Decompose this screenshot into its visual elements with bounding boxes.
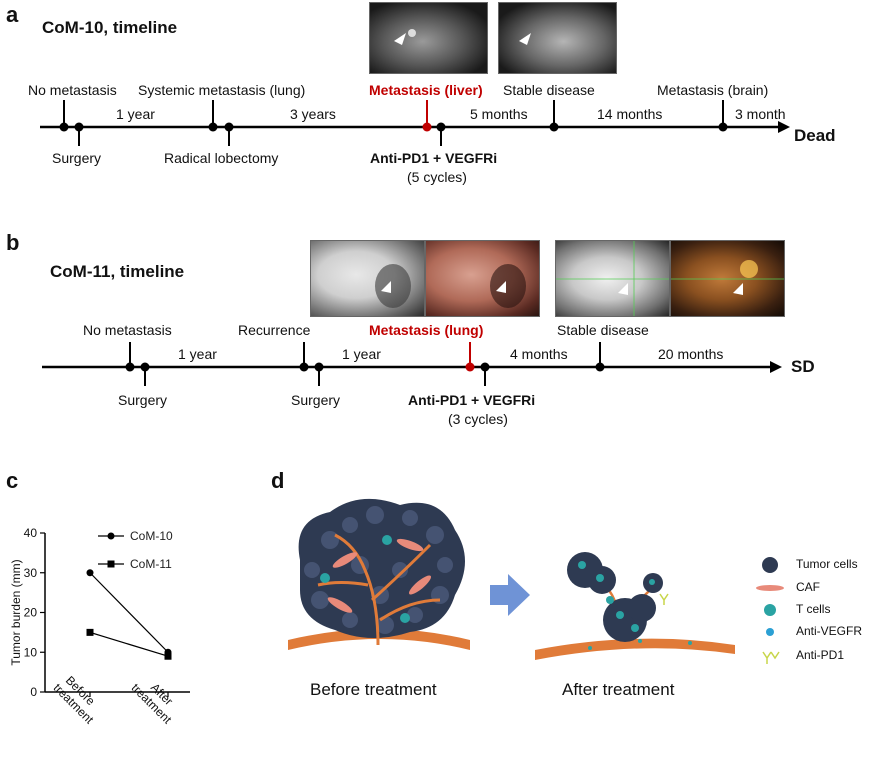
- arrowhead-marker-icon: [671, 260, 784, 295]
- ct-scan-lung-1: [310, 240, 425, 317]
- end-label-a: Dead: [794, 126, 836, 145]
- timeline-b-graphic: [42, 342, 782, 386]
- data-point-1: [86, 628, 94, 636]
- y-tick-label: 40: [24, 526, 38, 540]
- series-line-1: [89, 631, 169, 657]
- label-metastasis-brain: Metastasis (brain): [657, 82, 769, 98]
- legend-anti-pd1-icon: [762, 651, 780, 664]
- legend-caf: CAF: [796, 580, 820, 594]
- label-metastasis-liver: Metastasis (liver): [369, 82, 483, 98]
- anti-pd1-after: [659, 593, 669, 605]
- interval-b-1: 1 year: [178, 346, 217, 362]
- caption-after-treatment: After treatment: [562, 680, 675, 699]
- label-no-metastasis-b: No metastasis: [83, 322, 172, 338]
- legend-marker-0: [107, 532, 115, 540]
- pet-scan-lung-2: [670, 240, 785, 317]
- chart-series: [86, 569, 172, 660]
- legend-tumor-icon: [762, 557, 778, 573]
- interval-a-4: 14 months: [597, 106, 663, 122]
- caption-before-treatment: Before treatment: [310, 680, 437, 699]
- legend-anti-vegfr: Anti-VEGFR: [796, 624, 863, 638]
- y-tick-label: 0: [30, 685, 37, 699]
- tumor-texture-before: [304, 506, 453, 634]
- label-surgery-a: Surgery: [52, 150, 102, 166]
- legend-anti-vegfr-icon: [766, 628, 774, 636]
- legend-t-cells: T cells: [796, 602, 831, 616]
- timeline-a-graphic: [40, 100, 790, 146]
- y-axis-label: Tumor burden (mm): [9, 559, 23, 665]
- data-point-1: [164, 652, 172, 660]
- legend-tcell-icon: [764, 604, 776, 616]
- label-radical-lobectomy: Radical lobectomy: [164, 150, 279, 166]
- legend-label-0: CoM-10: [130, 529, 173, 543]
- label-surgery-b2: Surgery: [291, 392, 341, 408]
- end-label-b: SD: [791, 357, 815, 376]
- y-tick-label: 10: [24, 645, 38, 659]
- interval-a-1: 1 year: [116, 106, 155, 122]
- caf-cells-before: [327, 538, 432, 613]
- y-tick-label: 20: [24, 606, 38, 620]
- timeline-title-a: CoM-10, timeline: [42, 18, 178, 37]
- label-stable-disease-a: Stable disease: [503, 82, 595, 98]
- treatment-label-b: Anti-PD1 + VEGFRi: [408, 392, 536, 408]
- legend-tumor-cells: Tumor cells: [796, 557, 858, 571]
- legend-label-1: CoM-11: [130, 557, 172, 571]
- anti-vegfr-dots-after: [588, 639, 692, 650]
- interval-b-4: 20 months: [658, 346, 724, 362]
- t-cells-before: [320, 535, 410, 623]
- panel-letter-b: b: [6, 230, 20, 255]
- timeline-title-b: CoM-11, timeline: [50, 262, 185, 281]
- mri-scan-liver-1: [369, 2, 488, 74]
- mri-scan-liver-2: [498, 2, 617, 74]
- panel-letter-d: d: [271, 468, 285, 493]
- interval-b-3: 4 months: [510, 346, 568, 362]
- series-line-0: [89, 572, 169, 653]
- y-tick-label: 30: [24, 566, 38, 580]
- vessels-before: [317, 533, 441, 646]
- treatment-cycles-b: (3 cycles): [448, 411, 508, 427]
- interval-b-2: 1 year: [342, 346, 381, 362]
- arrowhead-marker-icon: [375, 264, 411, 308]
- stroma-base-before: [288, 629, 470, 650]
- label-metastasis-lung: Metastasis (lung): [369, 322, 484, 338]
- pet-scan-lung-1: [425, 240, 540, 317]
- panel-letter-a: a: [6, 2, 19, 27]
- t-cells-after: [578, 561, 655, 632]
- legend-caf-icon: [756, 585, 784, 591]
- treatment-label-a: Anti-PD1 + VEGFRi: [370, 150, 498, 166]
- arrowhead-marker-icon: [490, 264, 526, 308]
- label-systemic-metastasis: Systemic metastasis (lung): [138, 82, 306, 98]
- panel-letter-c: c: [6, 468, 19, 493]
- label-stable-disease-b: Stable disease: [557, 322, 649, 338]
- stroma-base-after: [535, 638, 735, 660]
- label-surgery-b1: Surgery: [118, 392, 168, 408]
- legend-anti-pd1: Anti-PD1: [796, 648, 845, 662]
- arrowhead-marker-icon: [556, 241, 669, 316]
- interval-a-3: 5 months: [470, 106, 528, 122]
- data-point-0: [86, 569, 94, 577]
- legend-marker-1: [107, 560, 115, 568]
- treatment-cycles-a: (5 cycles): [407, 169, 467, 185]
- arrowhead-marker-icon: [519, 33, 531, 45]
- treatment-arrow: [490, 574, 530, 616]
- label-no-metastasis-a: No metastasis: [28, 82, 117, 98]
- interval-a-5: 3 month: [735, 106, 786, 122]
- arrowhead-marker-icon: [394, 29, 416, 45]
- ct-scan-lung-2: [555, 240, 670, 317]
- label-recurrence: Recurrence: [238, 322, 311, 338]
- interval-a-2: 3 years: [290, 106, 336, 122]
